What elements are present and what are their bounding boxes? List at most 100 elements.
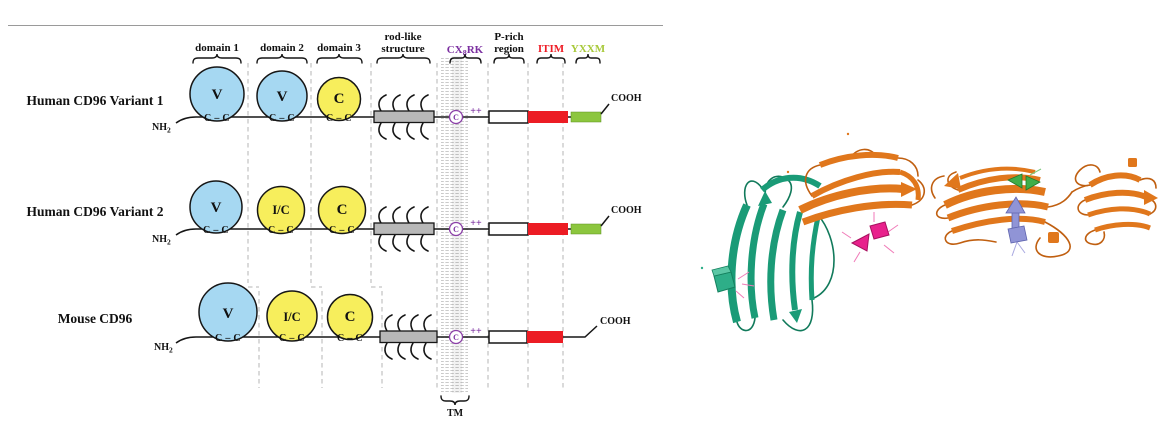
disulfide-label: C – C <box>268 225 294 236</box>
column-header-label: P-rich <box>494 31 523 43</box>
rod-like-structure <box>379 314 438 360</box>
curly-brace-icon <box>316 53 363 64</box>
disulfide-label: C – C <box>215 333 241 344</box>
ig-domain-2: I/C C – C <box>266 290 318 344</box>
nh2-label: NH2 <box>154 342 173 355</box>
tm-underbrace <box>440 395 470 406</box>
rod-like-structure <box>373 94 435 140</box>
curly-brace-icon <box>192 53 242 64</box>
glycan-green <box>1007 168 1042 191</box>
yxxm-box <box>570 111 602 123</box>
domain-circle-c <box>317 185 367 235</box>
backbone-line <box>175 116 601 124</box>
p-rich-box <box>488 222 529 236</box>
nh2-label: NH2 <box>152 234 171 247</box>
itim-box <box>527 331 563 343</box>
rod-rect <box>373 222 435 236</box>
column-header-label: domain 2 <box>260 42 304 54</box>
cooh-linker <box>600 103 610 115</box>
column-header-yxxm: YXXM <box>571 43 606 64</box>
row-human-cd96-variant-1: Human CD96 Variant 1 NH2 V C – C V C – C <box>27 66 642 140</box>
glycan-magenta <box>841 212 899 263</box>
column-header-label: YXXM <box>571 43 606 55</box>
orange-ig-domain-3 <box>1071 158 1158 246</box>
column-header-cx-rk-motif: CX8RK <box>447 44 484 64</box>
disulfide-label: C – C <box>204 113 230 124</box>
domain-letter: V <box>223 306 234 322</box>
column-header-rod-like-structure: rod-like structure <box>376 31 431 64</box>
tm-label: TM <box>447 408 464 419</box>
charge-label: ++ <box>470 326 482 337</box>
domain-letter: V <box>277 89 288 105</box>
disulfide-label: C – C <box>203 225 229 236</box>
domain-letter: I/C <box>283 310 300 324</box>
column-header-p-rich-region: P-rich region <box>493 31 525 64</box>
svg-text:C: C <box>453 333 459 342</box>
disulfide-label: C – C <box>326 113 352 124</box>
column-header-label: rod-like <box>384 31 421 43</box>
domain-circle-v <box>189 180 243 234</box>
domain-letter: I/C <box>272 203 289 217</box>
cd96-domain-architecture: TM domain 1 domain 2 domain 3 <box>8 25 663 419</box>
tm-cysteine: C <box>448 221 464 237</box>
svg-text:C: C <box>453 113 459 122</box>
ig-domain-1: V C – C <box>189 66 245 124</box>
dashed-boundary-line <box>247 63 260 388</box>
domain-circle-v <box>198 282 258 342</box>
backbone-line <box>175 228 601 236</box>
orange-ig-domain-1 <box>786 132 925 226</box>
nh2-label: NH2 <box>152 122 171 135</box>
column-header-label: ITIM <box>538 43 565 55</box>
curly-brace-icon <box>376 53 431 64</box>
disulfide-label: C – C <box>269 113 295 124</box>
teal-ig-domain <box>727 174 835 332</box>
curly-brace-icon <box>536 53 566 64</box>
row-label: Mouse CD96 <box>58 311 133 326</box>
row-human-cd96-variant-2: Human CD96 Variant 2 NH2 V C – C I/C C –… <box>27 180 642 252</box>
itim-box <box>528 223 568 235</box>
charge-label: ++ <box>470 106 482 117</box>
ig-domain-3: C C – C <box>326 293 374 344</box>
domain-letter: C <box>345 309 356 325</box>
orange-ig-domain-2 <box>930 166 1073 258</box>
column-header-label: domain 1 <box>195 42 239 54</box>
glycan-teal-cube <box>700 265 755 299</box>
ig-domain-1: V C – C <box>198 282 258 344</box>
domain-letter: V <box>211 200 222 216</box>
column-header-domain-2: domain 2 <box>256 42 308 64</box>
crystal-structure-panel <box>700 132 1158 332</box>
cooh-label: COOH <box>611 93 642 104</box>
ig-domain-3: C C – C <box>316 76 362 124</box>
domain-circle-ic <box>266 290 318 342</box>
disulfide-label: C – C <box>329 225 355 236</box>
domain-circle-c <box>316 76 362 122</box>
tm-cysteine: C <box>448 109 464 125</box>
ig-domain-2: V C – C <box>256 70 308 124</box>
domain-letter: C <box>337 202 348 218</box>
rod-rect <box>379 330 438 344</box>
domain-circle-ic <box>256 185 306 235</box>
domain-circle-v <box>189 66 245 122</box>
cooh-label: COOH <box>600 316 631 327</box>
column-header-domain-1: domain 1 <box>192 42 242 64</box>
p-rich-box <box>488 110 529 124</box>
cooh-linker <box>600 215 610 227</box>
column-header-label: domain 3 <box>317 42 361 54</box>
curly-brace-icon <box>575 53 601 64</box>
p-rich-box <box>488 330 528 344</box>
column-header-label: CX8RK <box>447 44 484 58</box>
disulfide-label: C – C <box>337 333 363 344</box>
backbone-line <box>175 325 598 344</box>
ig-domain-1: V C – C <box>189 180 243 236</box>
ig-domain-2: I/C C – C <box>256 185 306 236</box>
domain-letter: V <box>212 87 223 103</box>
dashed-boundary-line <box>310 63 323 388</box>
tm-cysteine: C <box>448 329 464 345</box>
domain-letter: C <box>334 91 345 107</box>
glycan-purple <box>1005 196 1028 257</box>
disulfide-label: C – C <box>279 333 305 344</box>
svg-text:C: C <box>453 225 459 234</box>
cooh-label: COOH <box>611 205 642 216</box>
column-header-label: region <box>494 43 524 55</box>
